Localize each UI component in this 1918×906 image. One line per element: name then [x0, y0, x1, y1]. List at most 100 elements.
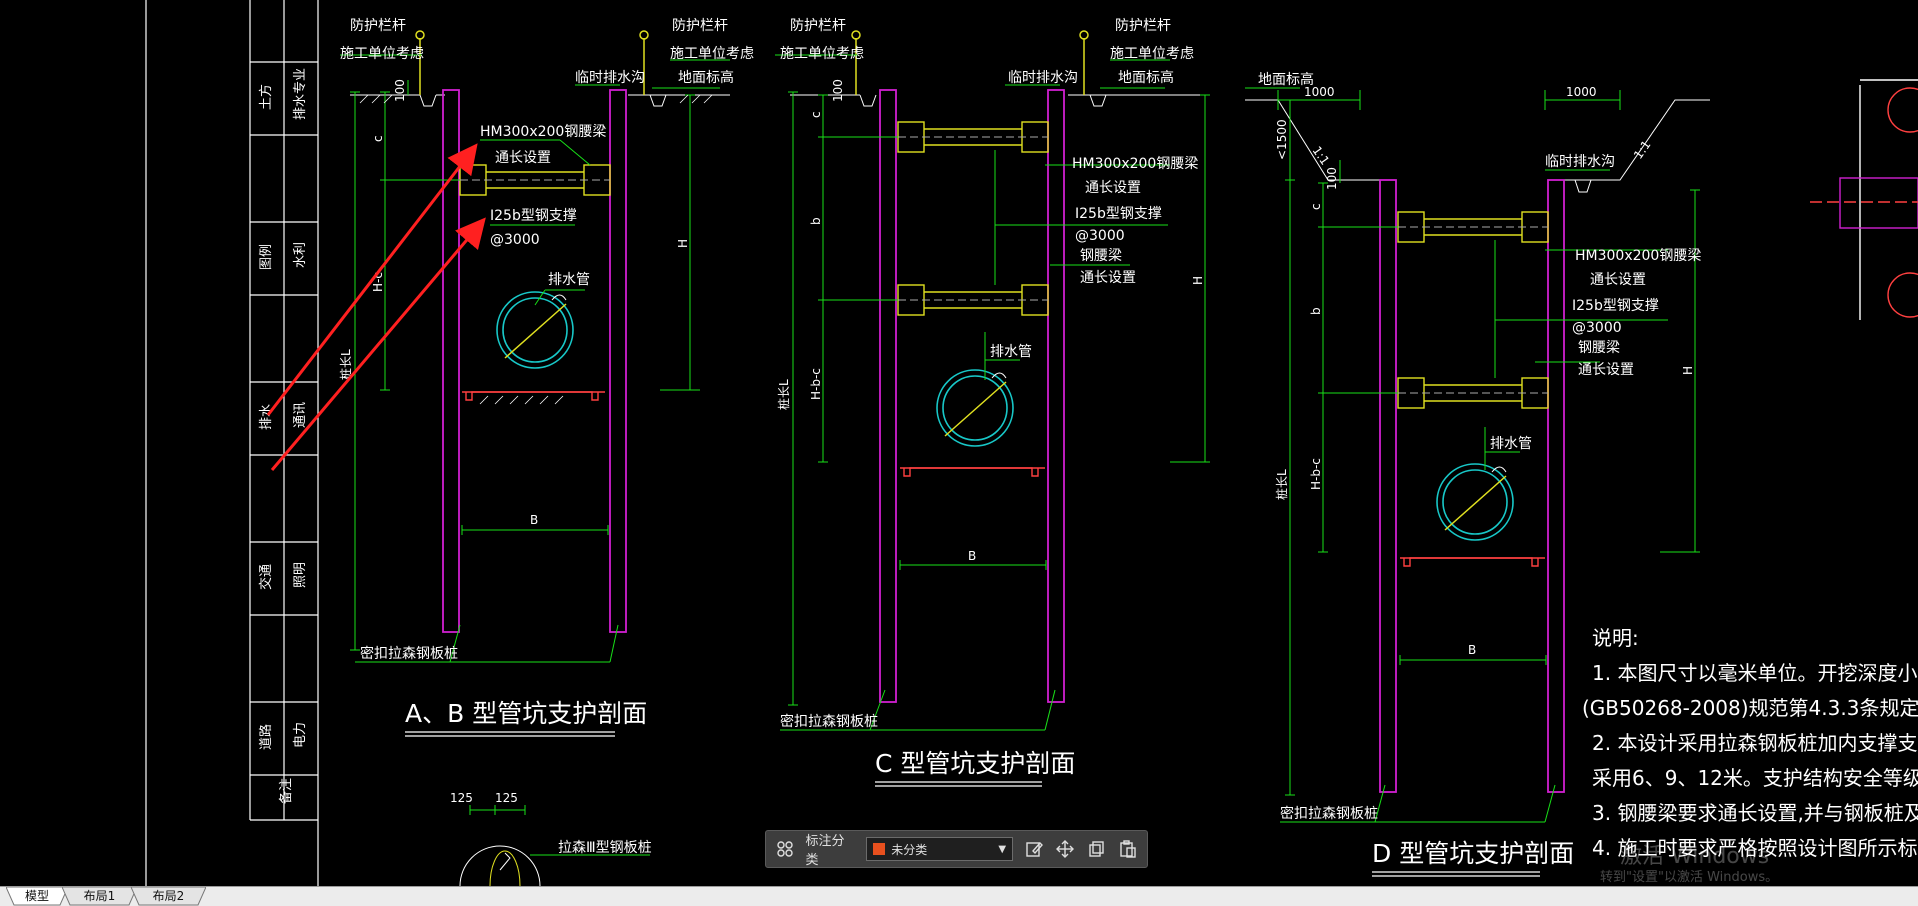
section-d: 地面标高 临时排水沟 HM300x200钢腰梁 通长设置 I25b型钢支撑 @3… — [1245, 71, 1710, 877]
category-color-swatch — [873, 843, 886, 855]
label-through-length: 通长设置 — [1590, 272, 1646, 288]
tab-label: 布局1 — [83, 889, 116, 903]
dim-pile-length: 桩长L — [1274, 469, 1289, 500]
section-c: 防护栏杆 施工单位考虑 临时排水沟 防护栏杆 施工单位考虑 地面标高 HM300… — [775, 18, 1210, 787]
dim-1000-left: 1000 — [1304, 85, 1335, 99]
label-larsen-pile: 拉森Ⅲ型钢板桩 — [558, 839, 652, 856]
dim-h-b-c: H-b-c — [1309, 458, 1323, 490]
chevron-down-icon: ▼ — [998, 843, 1007, 855]
dim-pile-length: 桩长L — [776, 379, 791, 410]
dim-b: b — [809, 217, 823, 225]
section-title-c: C 型管坑支护剖面 — [875, 749, 1075, 778]
dim-b-width: B — [1468, 643, 1476, 657]
section-ab: 防护栏杆 施工单位考虑 临时排水沟 防护栏杆 施工单位考虑 地面标高 HM300… — [338, 18, 754, 737]
label-hm-beam: HM300x200钢腰梁 — [1575, 248, 1701, 264]
dim-100: 100 — [393, 79, 407, 102]
dim-b-width: B — [968, 549, 976, 563]
label-i-strut: I25b型钢支撑 — [490, 208, 577, 224]
label-construction: 施工单位考虑 — [1110, 46, 1194, 62]
right-edge-detail — [1810, 79, 1918, 320]
tab-model[interactable]: 模型 — [6, 887, 68, 906]
cad-drawing: 土方 排水专业 图例 水利 排水 通讯 交通 照明 道路 电力 备注 — [145, 0, 1918, 886]
tab-label: 布局2 — [152, 889, 185, 903]
label-through-length: 通长设置 — [1085, 180, 1141, 196]
title-block-cell: 电力 — [293, 722, 308, 748]
label-drain-ditch: 临时排水沟 — [1545, 154, 1615, 170]
label-construction: 施工单位考虑 — [670, 46, 754, 62]
label-sheet-pile: 密扣拉森钢板桩 — [360, 645, 458, 662]
label-guardrail: 防护栏杆 — [350, 18, 406, 34]
notes-line: 1. 本图尺寸以毫米单位。开挖深度小于2.0米的管坑, — [1592, 661, 1918, 685]
title-block-cell: 道路 — [258, 724, 274, 750]
title-block-cell: 照明 — [293, 562, 308, 588]
tab-layout1[interactable]: 布局1 — [62, 887, 137, 906]
label-through-length-2: 通长设置 — [1080, 270, 1136, 286]
notes-line: 4. 施工时要求严格按照设计图所示标高安装内支撑,严禁超 — [1592, 836, 1918, 860]
dim-100: 100 — [831, 79, 845, 102]
title-block-cell: 排水专业 — [293, 68, 308, 120]
label-sheet-pile: 密扣拉森钢板桩 — [780, 713, 878, 730]
label-hm-beam: HM300x200钢腰梁 — [1072, 156, 1198, 172]
label-drain-ditch: 临时排水沟 — [575, 70, 645, 86]
dim-1500: <1500 — [1275, 119, 1289, 160]
tab-layout2[interactable]: 布局2 — [131, 887, 206, 906]
label-through-length-2: 通长设置 — [1578, 362, 1634, 378]
notes-line: 3. 钢腰梁要求通长设置,并与钢板桩及支撑焊牢,防止支护 — [1592, 801, 1918, 825]
copy-icon[interactable] — [1086, 838, 1107, 860]
label-spacing: @3000 — [1075, 228, 1125, 244]
dim-pile-length: 桩长L — [338, 349, 353, 380]
dim-h: H — [1681, 366, 1695, 375]
dim-h: H — [676, 239, 690, 248]
label-construction: 施工单位考虑 — [340, 46, 424, 62]
title-block-cell: 图例 — [259, 244, 274, 270]
dim-125-right: 125 — [495, 791, 518, 805]
label-construction: 施工单位考虑 — [780, 46, 864, 62]
dim-b: B — [530, 513, 538, 527]
title-block-text: 土方 排水专业 图例 水利 排水 通讯 交通 照明 道路 电力 备注 — [258, 68, 308, 804]
label-ground-level: 地面标高 — [1118, 69, 1174, 86]
edit-icon[interactable] — [1023, 838, 1044, 860]
dim-h-b-c: H-b-c — [809, 368, 823, 400]
title-block-cell: 备注 — [278, 778, 294, 804]
dim-c: c — [371, 135, 385, 142]
move-icon[interactable] — [1055, 838, 1076, 860]
notes-line: 采用6、9、12米。支护结构安全等级为三级,结构重要性系 — [1592, 766, 1918, 790]
label-i-strut: I25b型钢支撑 — [1075, 206, 1162, 222]
dim-1000-right: 1000 — [1566, 85, 1597, 99]
label-spacing: @3000 — [1572, 320, 1622, 336]
tab-label: 模型 — [24, 889, 49, 903]
windows-watermark-sub: 转到"设置"以激活 Windows。 — [1600, 870, 1779, 885]
category-select[interactable]: 未分类 ▼ — [866, 837, 1014, 861]
dim-h-c: H-c — [371, 272, 385, 292]
category-select-value: 未分类 — [891, 842, 928, 857]
label-hm-beam: HM300x200钢腰梁 — [480, 124, 606, 140]
notes-line: (GB50268-2008)规范第4.3.3条规定及现场相关情 — [1582, 696, 1918, 720]
dim-100: 100 — [1325, 167, 1339, 190]
dim-c: c — [809, 111, 823, 118]
title-block-cell: 交通 — [258, 564, 274, 590]
label-drain-ditch: 临时排水沟 — [1008, 70, 1078, 86]
grid-icon[interactable] — [774, 838, 795, 860]
dim-h: H — [1191, 276, 1205, 285]
dim-125-left: 125 — [450, 791, 473, 805]
label-ground-level: 地面标高 — [1258, 71, 1314, 88]
notes: 说明: 1. 本图尺寸以毫米单位。开挖深度小于2.0米的管坑, (GB50268… — [1582, 626, 1918, 860]
drawing-canvas[interactable]: 土方 排水专业 图例 水利 排水 通讯 交通 照明 道路 电力 备注 — [0, 0, 1918, 886]
label-sheet-pile: 密扣拉森钢板桩 — [1280, 805, 1378, 822]
label-guardrail: 防护栏杆 — [790, 18, 846, 34]
label-i-strut: I25b型钢支撑 — [1572, 298, 1659, 314]
title-block-cell: 土方 — [258, 84, 274, 110]
label-spacing: @3000 — [490, 232, 540, 248]
section-title-ab: A、B 型管坑支护剖面 — [405, 699, 647, 728]
paste-icon[interactable] — [1118, 838, 1139, 860]
dim-slope-right: 1:1 — [1631, 138, 1654, 162]
dim-b: b — [1309, 307, 1323, 315]
label-drain-pipe: 排水管 — [990, 344, 1032, 360]
label-through-length: 通长设置 — [495, 150, 551, 166]
label-drain-pipe: 排水管 — [548, 272, 590, 288]
label-guardrail: 防护栏杆 — [1115, 18, 1171, 34]
bottom-detail: 125 125 拉森Ⅲ型钢板桩 — [450, 791, 652, 886]
title-block-cell: 水利 — [293, 242, 308, 268]
section-title-d: D 型管坑支护剖面 — [1372, 839, 1574, 868]
label-waist-beam: 钢腰梁 — [1578, 340, 1620, 356]
